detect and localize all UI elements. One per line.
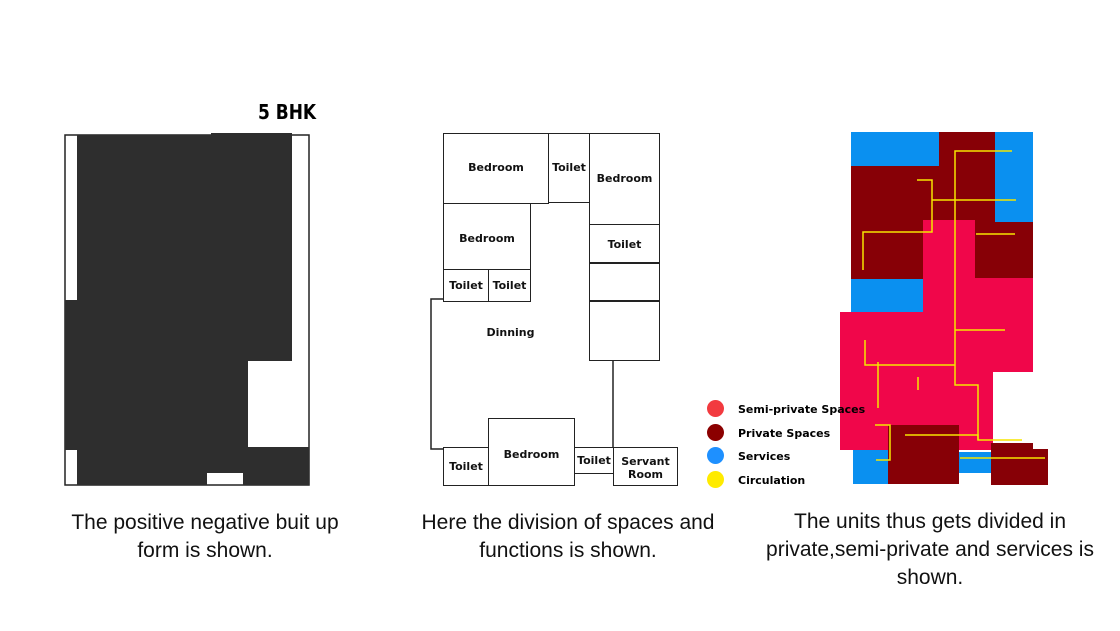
zone-private-bottom-right	[991, 443, 1048, 485]
zone-services-bottom-left	[853, 449, 889, 484]
circulation-lines	[862, 150, 1045, 461]
label-toilet-bottom-left: Toilet	[449, 460, 483, 473]
zone-services-top-right	[995, 132, 1033, 222]
diagram-title: 5 BHK	[258, 100, 317, 124]
zone-private-bottom-mid	[888, 425, 959, 484]
label-bedroom-right: Bedroom	[596, 172, 653, 185]
label-bedroom-top: Bedroom	[468, 161, 524, 174]
room-servant	[613, 447, 678, 486]
legend-circulation-label: Circulation	[738, 474, 806, 487]
zone-services-top-left	[851, 132, 939, 166]
built-up-mass	[65, 133, 309, 485]
legend-private-swatch	[707, 424, 724, 441]
label-toilet-a: Toilet	[449, 279, 483, 292]
zone-semi-private	[840, 220, 1033, 450]
zone-services-mid-left	[851, 279, 923, 314]
zone-services-bottom-mid	[959, 452, 991, 473]
label-toilet-b: Toilet	[492, 279, 527, 292]
legend-services-swatch	[707, 447, 724, 464]
room-toilet-b	[488, 269, 531, 302]
panel3-caption: The units thus gets divided in private,s…	[766, 510, 1094, 589]
label-servant-room: Servant Room	[621, 455, 670, 481]
legend-private-label: Private Spaces	[738, 427, 831, 440]
legend-semi-private-swatch	[707, 400, 724, 417]
legend-semi-private-label: Semi-private Spaces	[738, 403, 866, 416]
room-space-right	[589, 300, 660, 361]
label-toilet-right: Toilet	[607, 238, 642, 251]
label-toilet-top: Toilet	[552, 161, 586, 174]
room-store-right	[589, 262, 660, 302]
panel2-caption: Here the division of spaces and function…	[421, 511, 715, 562]
figure-ground-plan	[64, 133, 310, 486]
room-toilet-bottom-left	[443, 447, 489, 486]
label-toilet-bottom-mid: Toilet	[577, 454, 611, 467]
label-bedroom-left: Bedroom	[459, 232, 515, 245]
label-bedroom-bottom: Bedroom	[503, 448, 560, 461]
legend-services-label: Services	[738, 450, 791, 463]
zone-private-top	[851, 132, 1033, 279]
legend-circulation-swatch	[707, 471, 724, 488]
panel1-caption: The positive negative buit up form is sh…	[71, 511, 339, 562]
room-toilet-right	[589, 224, 660, 264]
label-dinning: Dinning	[486, 326, 535, 339]
